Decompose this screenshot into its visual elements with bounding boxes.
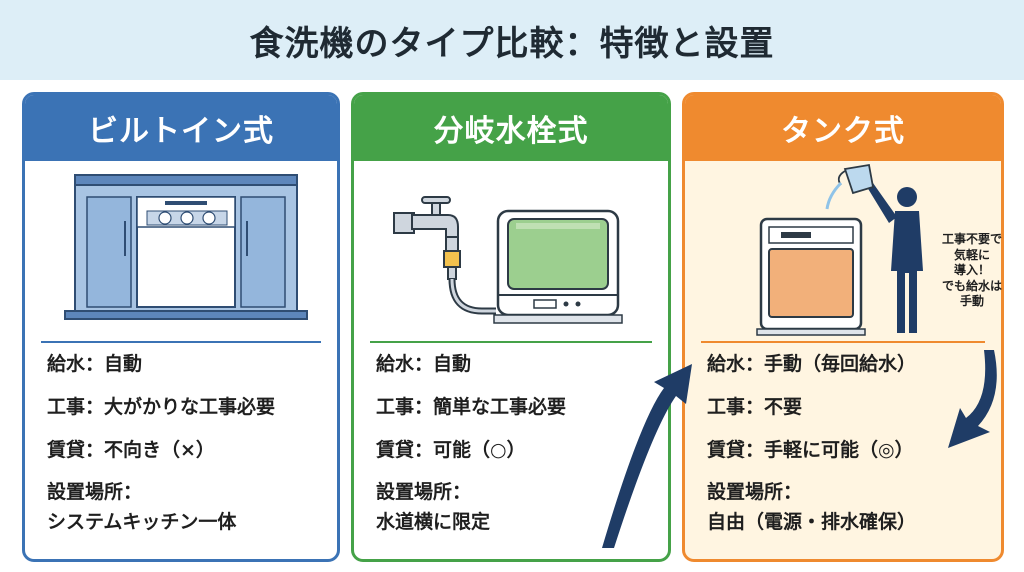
countertop-dishwasher-icon <box>756 217 866 336</box>
spec-list-tank: 給水：手動（毎回給水） 工事：不要 賃貸：手軽に可能（◎） 設置場所： 自由（電… <box>707 353 993 535</box>
spec-location-value: 自由（電源・排水確保） <box>707 511 917 533</box>
callout-line: 手動 <box>959 294 984 309</box>
spec-water: 給水：自動 <box>47 353 143 375</box>
spec-list-faucet: 給水：自動 工事：簡単な工事必要 賃貸：可能（○） 設置場所： 水道横に限定 <box>376 353 660 535</box>
spec-location-label: 設置場所： <box>707 481 803 504</box>
tank-dishwasher-illustration <box>685 161 1001 341</box>
divider <box>701 341 985 343</box>
page-title: 食洗機のタイプ比較：特徴と設置 <box>249 23 775 64</box>
spec-list-builtin: 給水：自動 工事：大がかりな工事必要 賃貸：不向き（×） 設置場所： システムキ… <box>47 353 329 535</box>
spec-location: 設置場所： システムキッチン一体 <box>47 481 329 535</box>
spec-location-label: 設置場所： <box>47 481 143 504</box>
faucet-with-branch-valve-icon <box>393 196 496 315</box>
callout-line: 導入！ <box>953 263 990 278</box>
spec-location-label: 設置場所： <box>376 481 472 504</box>
spec-rental: 賃貸：手軽に可能（◎） <box>707 438 914 461</box>
spec-location-value: 水道横に限定 <box>376 511 491 533</box>
spec-location: 設置場所： 自由（電源・排水確保） <box>707 481 993 535</box>
divider <box>370 341 652 343</box>
card-tank: タンク式 給水：手動（毎回給水） 工事：不要 賃貸：手軽に可能（◎） <box>682 92 1004 562</box>
spec-construction: 工事：不要 <box>707 395 803 418</box>
person-pouring-water-icon <box>825 163 923 333</box>
title-bar: 食洗機のタイプ比較：特徴と設置 <box>0 0 1024 80</box>
spec-rental: 賃貸：不向き（×） <box>47 438 215 461</box>
callout-line: 工事不要で <box>941 232 1002 246</box>
countertop-dishwasher-icon <box>493 209 623 324</box>
spec-construction: 工事：大がかりな工事必要 <box>47 395 276 418</box>
spec-rental: 賃貸：可能（○） <box>376 438 526 461</box>
card-heading-builtin: ビルトイン式 <box>25 95 337 161</box>
spec-location-value: システムキッチン一体 <box>47 511 237 533</box>
callout-note: 工事不要で 気軽に 導入！ でも給水は 手動 <box>924 232 1020 310</box>
callout-line: でも給水は <box>941 278 1002 293</box>
spec-construction: 工事：簡単な工事必要 <box>376 395 567 418</box>
spec-water: 給水：手動（毎回給水） <box>707 353 917 375</box>
callout-line: 気軽に <box>953 247 990 262</box>
card-builtin: ビルトイン式 給水：自動 工事：大がかりな工事必要 賃貸：不向き（×） 設置場所… <box>22 92 340 562</box>
divider <box>41 341 321 343</box>
spec-water: 給水：自動 <box>376 353 472 375</box>
built-in-dishwasher-cabinet-icon <box>25 161 337 341</box>
spec-location: 設置場所： 水道横に限定 <box>376 481 660 535</box>
faucet-dishwasher-illustration <box>354 161 668 341</box>
card-heading-faucet: 分岐水栓式 <box>354 95 668 161</box>
card-heading-tank: タンク式 <box>685 95 1001 161</box>
card-faucet: 分岐水栓式 <box>351 92 671 562</box>
